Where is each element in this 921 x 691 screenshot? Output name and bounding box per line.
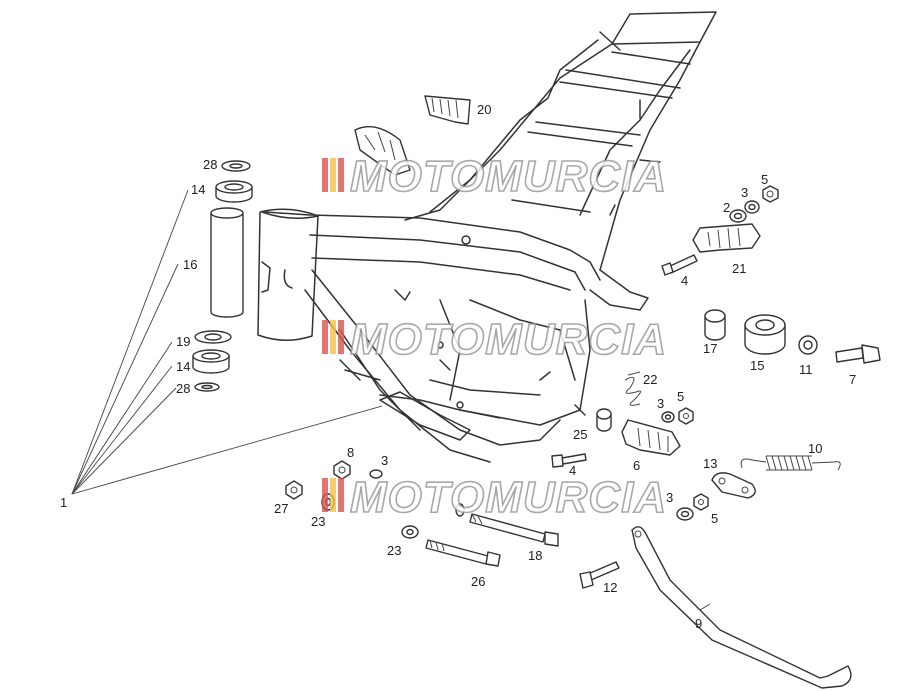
callout-28-bottom: 28 bbox=[176, 381, 190, 396]
callout-22: 22 bbox=[643, 372, 657, 387]
callout-5-top: 5 bbox=[761, 172, 768, 187]
callout-15: 15 bbox=[750, 358, 764, 373]
callout-19: 19 bbox=[176, 334, 190, 349]
watermark-middle: MOTOMURCIA bbox=[322, 314, 667, 365]
callout-7: 7 bbox=[849, 372, 856, 387]
callout-4-mid: 4 bbox=[569, 463, 576, 478]
callout-11: 11 bbox=[799, 362, 813, 377]
right-footpeg-assembly bbox=[661, 185, 779, 276]
watermark-top: MOTOMURCIA bbox=[322, 151, 667, 202]
footpeg-rubber-20 bbox=[424, 95, 471, 125]
callout-23-bottom: 23 bbox=[387, 543, 401, 558]
motorcycle-frame bbox=[257, 11, 717, 463]
watermark-bottom: MOTOMURCIA bbox=[322, 472, 667, 523]
stand-bracket-13 bbox=[676, 472, 756, 521]
callout-10: 10 bbox=[808, 441, 822, 456]
left-footpeg-assembly bbox=[551, 371, 694, 468]
callout-21: 21 bbox=[732, 261, 746, 276]
callout-23-top: 23 bbox=[311, 514, 325, 529]
callout-18: 18 bbox=[528, 548, 542, 563]
footpeg-rubber-upper bbox=[354, 126, 411, 176]
callout-1: 1 bbox=[60, 495, 67, 510]
callout-16: 16 bbox=[183, 257, 197, 272]
callout-3-left: 3 bbox=[381, 453, 388, 468]
callout-14-top: 14 bbox=[191, 182, 205, 197]
callout-14-bottom: 14 bbox=[176, 359, 190, 374]
callout-27: 27 bbox=[274, 501, 288, 516]
steering-head-parts bbox=[192, 160, 253, 392]
swingarm-pivot-parts bbox=[704, 309, 881, 364]
callout-8: 8 bbox=[347, 445, 354, 460]
callout-5-low: 5 bbox=[711, 511, 718, 526]
callout-12: 12 bbox=[603, 580, 617, 595]
callout-9: 9 bbox=[695, 616, 702, 631]
callout-13: 13 bbox=[703, 456, 717, 471]
callout-5-mid: 5 bbox=[677, 389, 684, 404]
watermark-text-top: MOTOMURCIA bbox=[350, 152, 667, 201]
callout-labels: 20 28 14 16 19 14 28 1 5 3 2 21 4 17 15 … bbox=[60, 102, 856, 631]
callout-6: 6 bbox=[633, 458, 640, 473]
leader-lines-1 bbox=[71, 189, 383, 495]
side-stand-9 bbox=[631, 526, 852, 689]
callout-25: 25 bbox=[573, 427, 587, 442]
stand-spring-10 bbox=[740, 455, 841, 471]
callout-3-top: 3 bbox=[741, 185, 748, 200]
watermark-text-middle: MOTOMURCIA bbox=[350, 315, 667, 364]
callout-3-low: 3 bbox=[666, 490, 673, 505]
callout-26: 26 bbox=[471, 574, 485, 589]
callout-20: 20 bbox=[477, 102, 491, 117]
callout-2: 2 bbox=[723, 200, 730, 215]
callout-17: 17 bbox=[703, 341, 717, 356]
watermark-text-bottom: MOTOMURCIA bbox=[350, 473, 667, 522]
callout-28-top: 28 bbox=[203, 157, 217, 172]
callout-4-top: 4 bbox=[681, 273, 688, 288]
callout-3-mid: 3 bbox=[657, 396, 664, 411]
engine-mount-hardware bbox=[285, 460, 620, 589]
